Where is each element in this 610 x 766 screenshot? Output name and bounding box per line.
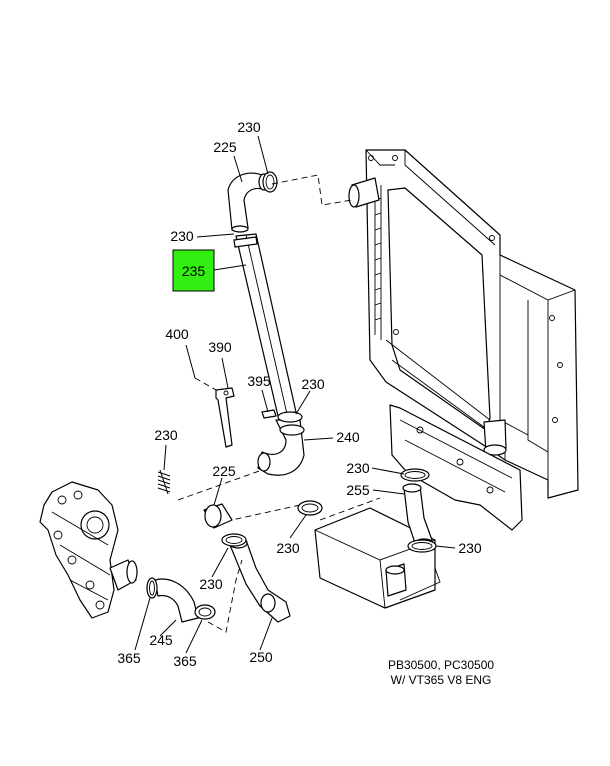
- phantom-bracket: [194, 377, 217, 391]
- callout-230-top[interactable]: 230: [237, 119, 261, 135]
- callouts: 230 225 230 400 390 395 230 240 230 225 …: [117, 119, 482, 669]
- hose-245-body: [154, 578, 199, 623]
- highlighted-part-box[interactable]: [172, 249, 215, 292]
- coupling-225-opening: [204, 504, 222, 528]
- phantom-tank: [319, 497, 381, 521]
- applicability-note-line1: PB30500, PC30500: [388, 658, 494, 672]
- callout-230-right[interactable]: 230: [276, 540, 300, 556]
- radiator-top-rail: [365, 149, 496, 246]
- bracket-ribs: [399, 419, 513, 493]
- coupling-225-mid: [203, 503, 233, 529]
- callout-230-tank-bottom[interactable]: 230: [458, 540, 482, 556]
- water-pump-hub: [80, 510, 110, 540]
- radiator-outlet-opening: [483, 444, 507, 456]
- callout-230-left[interactable]: 230: [154, 427, 178, 443]
- tube-235-bead: [233, 236, 258, 248]
- radiator-inlet-opening: [348, 184, 360, 208]
- tube-235: [233, 233, 297, 417]
- callout-230-mid[interactable]: 230: [301, 376, 325, 392]
- phantom-upper-inlet: [271, 174, 353, 206]
- callout-390[interactable]: 390: [208, 339, 232, 355]
- callout-230-upper[interactable]: 230: [170, 228, 194, 244]
- surge-tank-assembly: [314, 507, 441, 609]
- tube-235-highlight: [245, 234, 288, 415]
- clamp-230-mid: [277, 411, 305, 436]
- clamp-230-tank-lower: [407, 539, 437, 553]
- tube-235-body: [235, 233, 297, 417]
- clamp-365-right: [194, 604, 216, 620]
- clamp-230-tank-upper: [400, 468, 430, 482]
- support-bracket-plate: [389, 404, 523, 531]
- surge-tank-port-opening: [385, 565, 405, 575]
- hose-245: [154, 578, 199, 623]
- callout-400[interactable]: 400: [165, 326, 189, 342]
- callout-395[interactable]: 395: [247, 373, 271, 389]
- clamp-230-right: [297, 500, 323, 516]
- callout-245[interactable]: 245: [149, 632, 173, 648]
- water-pump-ribs: [51, 511, 111, 601]
- bracket-390: [215, 387, 277, 448]
- callout-230-tank-upper[interactable]: 230: [346, 460, 370, 476]
- clamp-365-left: [146, 577, 158, 599]
- callout-225-top[interactable]: 225: [213, 139, 237, 155]
- callout-240[interactable]: 240: [336, 429, 360, 445]
- applicability-note-line2: W/ VT365 V8 ENG: [391, 673, 492, 687]
- clamp-230-top: [262, 171, 278, 193]
- surge-tank-mount: [399, 567, 441, 601]
- radiator-top-edge: [499, 274, 576, 301]
- radiator-outlet-neck: [483, 419, 507, 453]
- callout-250[interactable]: 250: [249, 649, 273, 665]
- leader-lines: [134, 135, 456, 654]
- phantom-lower-hose: [207, 559, 243, 633]
- bracket-390-body: [215, 387, 235, 448]
- phantom-coupling: [231, 504, 301, 521]
- water-pump-assembly: [39, 481, 138, 619]
- clamp-230-left: [157, 469, 171, 495]
- callout-235[interactable]: 235: [182, 263, 206, 279]
- callout-230-hose250[interactable]: 230: [199, 576, 223, 592]
- callout-255[interactable]: 255: [346, 482, 370, 498]
- lower-support-bracket: [389, 404, 523, 531]
- bolt-395: [261, 409, 277, 419]
- callout-365-right[interactable]: 365: [173, 653, 197, 669]
- water-pump-housing: [39, 481, 119, 619]
- radiator-assembly: [348, 149, 579, 499]
- callout-365-left[interactable]: 365: [117, 650, 141, 666]
- clamp-230-hose250: [221, 533, 247, 547]
- callout-225-mid[interactable]: 225: [212, 463, 236, 479]
